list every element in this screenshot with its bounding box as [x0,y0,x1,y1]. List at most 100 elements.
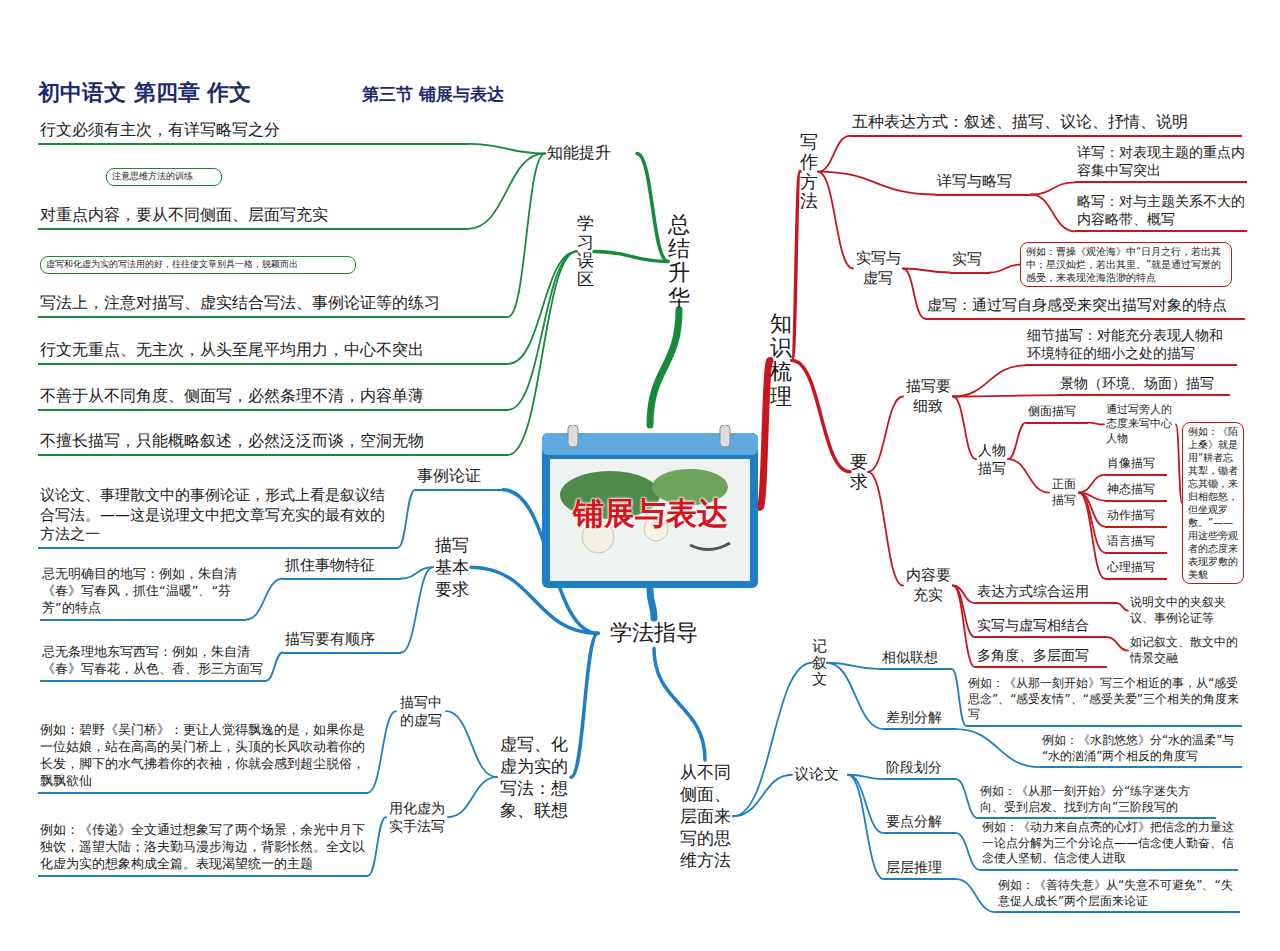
node-text: 议论文 [794,765,846,785]
topic-text: 详写：对表现主题的重点内容集中写突出 [1075,143,1247,183]
topic-text: 详写与略写 [935,172,1031,196]
branch-line [368,817,386,875]
node-text: 例如：碧野《吴门桥》：更让人觉得飘逸的是，如果你是一位姑娘，站在高高的吴门桥上，… [40,722,366,790]
topic-text: 动作描写 [1105,508,1167,528]
node-text: 五种表达方式：叙述、描写、议论、抒情、说明 [852,112,1240,133]
branch-line [368,711,396,792]
node-text: 肖像描写 [1107,456,1165,472]
node-text: 学法指导 [600,619,708,648]
branch-line [650,310,679,425]
node-text: 侧面描写 [1028,404,1086,420]
branch-line [956,779,978,818]
node-text: 例如：《从那一刻开始》写三个相近的事，从“感受思念”、“感受友情”、“感受关爱”… [968,676,1240,723]
topic-text: 描写要有顺序 [283,630,401,654]
topic-text: 实写与虚写相结合 [975,616,1107,638]
branch-line [952,669,966,726]
topic-text: 忌无条理地东写西写：例如，朱自清《春》写春花，从色、香、形三方面写 [40,644,266,682]
node-text: 实写 [952,250,988,270]
page-title: 初中语文 第四章 作文 [38,78,251,108]
node-text: 例如：《从那一刻开始》分“练字迷失方向、受到启发、找到方向”三阶段写的 [980,784,1214,815]
node-text: 抓住事物特征 [285,556,399,576]
branch-line [401,567,433,652]
branch-topic: 要求 [850,452,868,492]
branch-line [818,172,935,195]
topic-text: 例如：《从那一刻开始》分“练字迷失方向、受到启发、找到方向”三阶段写的 [978,784,1216,819]
topic-text: 写法上，注意对描写、虚实结合写法、事例论证等的练习 [38,293,508,318]
topic-text: 事例论证 [415,466,503,491]
topic-text: 正面描写 [1049,476,1079,509]
node-text: 心理描写 [1107,560,1165,576]
branch-line [1031,195,1075,232]
topic-text: 用化虚为实手法写 [386,798,448,836]
node-text: 实写与虚写 [855,249,901,288]
topic-text: 描写基本要求 [433,533,471,601]
branch-topic: 知识梳理 [770,312,792,409]
node-text: 写法上，注意对描写、虚实结合写法、事例论证等的练习 [40,293,506,314]
node-text: 铺展与表达 [540,493,760,533]
node-text: 从不同侧面、层面来写的思维方法 [679,761,731,871]
topic-text: 阶段划分 [884,758,956,780]
node-text: 总结升华 [668,213,690,310]
branch-line [266,653,283,681]
branch-line [956,879,996,912]
topic-text: 侧面描写 [1026,404,1088,424]
topic-text: 内容要充实 [903,565,953,606]
branch-line [1008,423,1026,460]
topic-text: 例如：碧野《吴门桥》：更让人觉得飘逸的是，如果你是一位姑娘，站在高高的吴门桥上，… [38,722,368,794]
branch-line [650,590,654,618]
node-text: 不善于从不同角度、侧面写，必然条理不清，内容单薄 [40,386,506,407]
branch-line [398,490,415,548]
topic-text: 实写 [950,250,990,274]
branch-line [953,397,976,460]
node-text: 记叙文 [812,638,827,688]
callout-bubble: 例如：曹操《观沧海》中“日月之行，若出其中；星汉灿烂，若出其里。”就是通过写景的… [1020,242,1232,287]
node-text: 例如：《动力来自点亮的心灯》把信念的力量这一论点分解为三个分论点——信念使人勤奋… [982,820,1236,867]
branch-line [1031,182,1075,194]
branch-line [246,579,283,620]
branch-line [818,172,853,269]
branch-line [848,775,884,879]
node-text: 多角度、多层面写 [977,646,1105,664]
branch-line [733,663,812,816]
topic-text: 描写中的虚写 [396,692,446,730]
topic-text: 议论文 [792,764,848,786]
branch-line [1079,475,1105,493]
node-text: 忌无条理地东写西写：例如，朱自清《春》写春花，从色、香、形三方面写 [42,644,264,678]
topic-text: 议论文、事理散文中的事例论证，形式上看是叙议结合写法。——这是说理文中把文章写充… [38,486,398,549]
topic-text: 抓住事物特征 [283,556,401,580]
branch-line [508,251,577,363]
topic-text: 肖像描写 [1105,456,1167,476]
branch-line [792,172,800,361]
topic-text: 忌无明确目的地写：例如，朱自清《春》写春风，抓住“温暖”、“芬芳”的特点 [40,566,246,621]
branch-line [868,472,903,586]
topic-text: 心理描写 [1105,560,1167,580]
node-text: 例如：曹操《观沧海》中“日月之行，若出其中；星汉灿烂，若出其里。”就是通过写景的… [1026,245,1226,284]
branch-line [654,649,705,760]
branch-line [956,833,980,870]
branch-line [1117,603,1128,610]
branch-line [446,711,497,777]
section-label: 第三节 铺展与表达 [362,83,504,106]
topic-text: 行文无重点、无主次，从头至尾平均用力，中心不突出 [38,340,508,365]
node-text: 要求 [850,452,868,492]
center-topic: 铺展与表达 [540,425,760,590]
branch-line [448,777,497,817]
topic-text: 细节描写：对能充分表现人物和环境特征的细小之处的描写 [1025,326,1237,366]
node-text: 例如：《善待失意》从“失意不可避免”、“失意促人成长”两个层面来论证 [998,878,1238,909]
topic-text: 例如：《从那一刻开始》写三个相近的事，从“感受思念”、“感受友情”、“感受关爱”… [966,676,1242,727]
topic-text: 略写：对与主题关系不大的内容略带、概写 [1075,192,1247,232]
topic-text: 描写要细致 [903,376,953,417]
branch-topic: 学习误区 [577,214,594,289]
topic-text: 多角度、多层面写 [975,646,1107,668]
topic-text: 如记叙文、散文中的情景交融 [1128,634,1244,667]
node-text: 学习误区 [577,214,594,289]
node-text: 描写要细致 [905,377,951,416]
node-text: 阶段划分 [886,758,954,776]
branch-topic: 记叙文 [812,638,827,688]
node-text: 知能提升 [547,143,635,164]
branch-line [468,144,545,154]
node-text: 说明文中的夹叙夹议、事例论证等 [1130,595,1242,626]
node-text: 表达方式综合运用 [977,582,1115,600]
node-text: 虚写、化虚为实的写法：想象、联想 [499,733,569,821]
